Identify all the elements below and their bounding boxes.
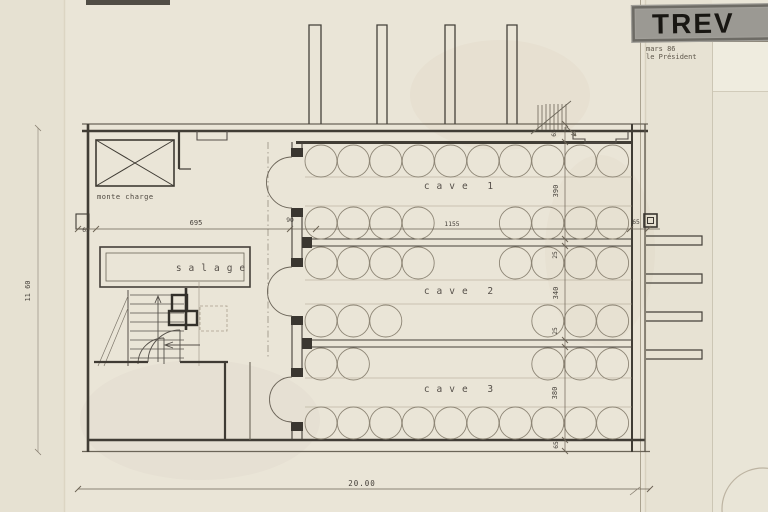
dim-left-wall: 65 — [82, 227, 90, 234]
barrel-circle — [596, 304, 630, 338]
cave-door-arcs — [266, 156, 293, 423]
dim-ticks-horizontal — [74, 225, 652, 233]
dim-wall-2-3: 25 — [552, 327, 559, 335]
dim-cave1-depth: 390 — [552, 185, 560, 198]
cave1-label: cave 1 — [424, 181, 500, 192]
barrel-circle — [369, 304, 403, 338]
dim-bottom-wall: 65 — [553, 441, 560, 449]
hall-door-arc — [137, 337, 165, 365]
monte-charge-label: monte charge — [97, 193, 154, 201]
banner-title-text: TREV — [652, 8, 735, 40]
pier-notch-left — [196, 131, 228, 141]
fold-tick — [629, 486, 641, 496]
barrel-circle — [596, 246, 630, 280]
cave3-doors — [269, 376, 293, 423]
barrel-circle — [336, 347, 370, 381]
title-banner: TREV — [630, 3, 768, 43]
dimension-lines — [34, 120, 660, 493]
dim-ticks-vertical — [561, 120, 569, 455]
monte-charge-x — [95, 139, 175, 187]
dim-wall-1-2: 25 — [552, 251, 559, 259]
dim-cave2-depth: 340 — [552, 287, 560, 300]
president-note: le Président — [646, 53, 697, 61]
title-notes: mars 86 le Président — [646, 45, 697, 61]
cave3-label: cave 3 — [424, 384, 500, 395]
dim-top-wall: 65 — [551, 129, 558, 137]
barrel-circle — [401, 206, 435, 240]
cave2-doors — [267, 266, 293, 317]
dim-overall-width: 20.00 — [348, 479, 376, 488]
scan-edge-artifact — [86, 0, 170, 5]
dim-cave3-depth: 380 — [551, 387, 559, 400]
dashed-equipment-square — [199, 305, 228, 332]
barrel-circle — [401, 246, 435, 280]
dimension-texts: 65 695 90 1155 65 65 390 25 340 25 380 6… — [24, 129, 640, 488]
barrel-rails — [305, 176, 632, 408]
dim-overall-height: 11 60 — [24, 280, 32, 301]
date-note: mars 86 — [646, 45, 676, 53]
right-finger-walls — [646, 235, 703, 360]
barrel-rows — [304, 144, 630, 440]
barrel-circle — [596, 144, 630, 178]
top-wall-projections — [308, 24, 518, 124]
partition-cave2-cave3 — [302, 339, 632, 348]
door-jambs — [291, 148, 303, 431]
hall-fixtures — [137, 282, 228, 366]
dim-corridor: 90 — [286, 217, 294, 224]
compass-circle — [721, 467, 768, 512]
salage-label: salage — [176, 263, 252, 274]
dim-left-room: 695 — [190, 219, 203, 227]
room-door-arc — [147, 329, 181, 363]
under-stair-lines — [97, 295, 129, 367]
barrel-circle — [596, 206, 630, 240]
pier-notch-right — [572, 131, 629, 144]
building-outline — [75, 123, 650, 453]
salage-room — [99, 246, 251, 288]
dim-caves-width: 1155 — [444, 221, 459, 228]
cave1-doors — [266, 156, 293, 209]
top-wall-piers — [196, 131, 629, 144]
ramp-arrow — [566, 126, 577, 137]
monte-charge-box — [95, 131, 191, 187]
bottom-left-room — [94, 329, 251, 440]
cave2-label: cave 2 — [424, 286, 500, 297]
barrel-circle — [596, 406, 630, 440]
left-arrow — [163, 341, 200, 349]
dim-right-wall: 65 — [632, 219, 640, 226]
stair-direction-arrow — [154, 294, 162, 362]
barrel-circle — [596, 347, 630, 381]
flue-box-large — [167, 309, 199, 327]
ramp-hatch — [530, 100, 577, 137]
